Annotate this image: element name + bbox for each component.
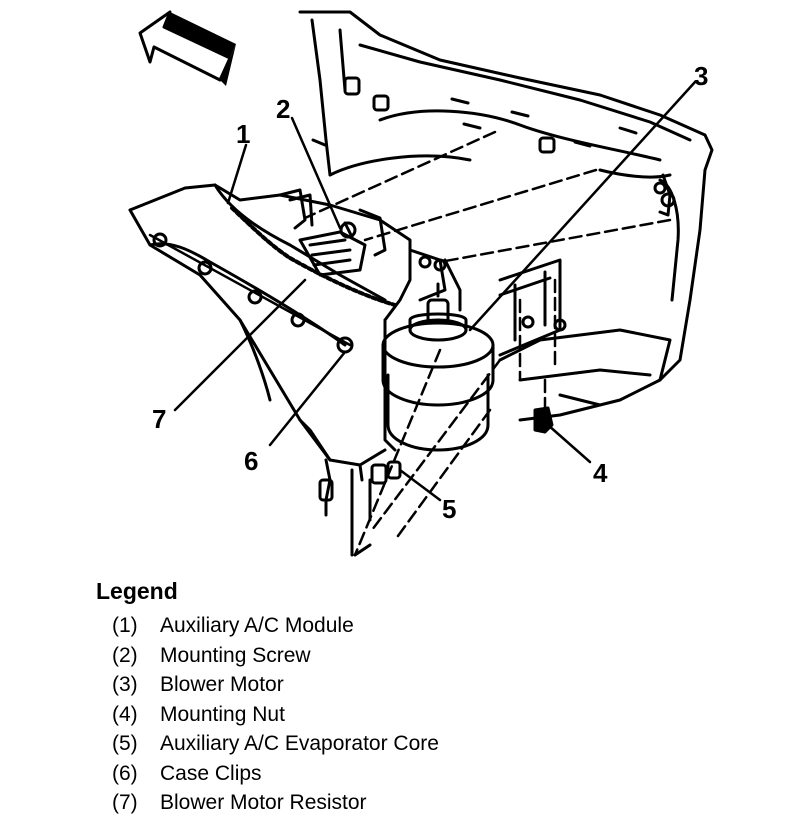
legend-title: Legend [96,578,178,604]
leader-lines [173,80,697,502]
legend-item-number: (7) [112,791,138,814]
legend-item-number: (6) [112,761,138,785]
legend-item: (2) Mounting Screw [112,641,776,671]
callout-7: 7 [152,404,166,434]
legend-item-label: Mounting Nut [160,702,285,726]
legend-item-number: (1) [112,614,138,637]
callout-6: 6 [244,446,258,476]
legend-item: (6) Case Clips [112,759,776,789]
legend-item-label: Blower Motor Resistor [160,791,367,814]
legend-list: (1) Auxiliary A/C Module (2) Mounting Scre… [96,611,776,818]
callout-3: 3 [694,61,708,91]
legend-item-number: (5) [112,732,138,755]
callout-1: 1 [236,119,250,149]
legend-item-number: (3) [112,673,138,696]
legend-item-label: Auxiliary A/C Module [160,614,354,637]
mounting-nut [533,406,554,434]
callout-5: 5 [442,494,456,524]
legend-item: (5) Auxiliary A/C Evaporator Core [112,729,776,759]
explode-lines [303,130,672,557]
legend-item-label: Auxiliary A/C Evaporator Core [160,732,439,755]
exploded-view-diagram: 1 2 3 4 5 6 7 [128,10,714,557]
callout-4: 4 [593,458,608,488]
legend-item-label: Mounting Screw [160,643,311,667]
legend-item: (1) Auxiliary A/C Module [112,611,776,641]
legend: Legend (1) Auxiliary A/C Module (2) Mounti… [96,578,776,818]
legend-item: (3) Blower Motor [112,670,776,700]
vehicle-body-panel [298,10,714,422]
legend-item-label: Blower Motor [160,673,284,696]
legend-item: (7) Blower Motor Resistor [112,788,776,818]
callout-2: 2 [276,94,290,124]
forward-direction-arrow-icon [138,10,236,86]
legend-item-number: (2) [112,643,138,667]
legend-item-number: (4) [112,702,138,726]
auxiliary-ac-module-housing [128,183,447,467]
legend-item: (4) Mounting Nut [112,700,776,730]
legend-item-label: Case Clips [160,761,262,785]
blower-motor [381,258,567,452]
